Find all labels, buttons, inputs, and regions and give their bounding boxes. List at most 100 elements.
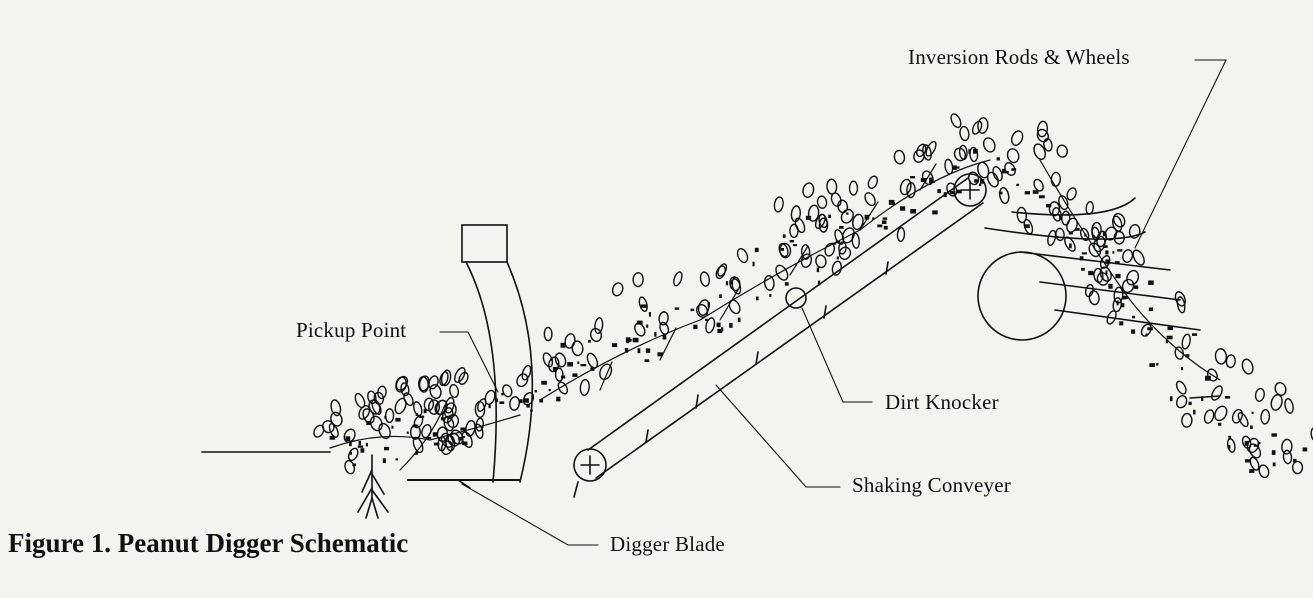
dirt-clod — [792, 244, 797, 247]
dirt-clod — [518, 399, 523, 404]
peanut-pod — [790, 205, 802, 223]
peanut-pod — [1047, 229, 1057, 247]
dirt-clod — [835, 240, 841, 244]
peanut-pod — [586, 352, 599, 369]
dirt-clod — [1069, 243, 1072, 249]
dirt-clod — [366, 421, 371, 425]
dirt-clod — [548, 389, 551, 392]
dirt-clod — [882, 217, 888, 220]
peanut-pod — [548, 356, 560, 373]
peanut-pod — [330, 411, 343, 427]
dirt-clod — [943, 192, 947, 198]
dirt-clod — [526, 403, 530, 408]
digger-frame-arm — [465, 261, 534, 483]
dirt-clod — [881, 220, 887, 224]
peanut-pod — [736, 247, 749, 264]
peanut-pod — [729, 276, 741, 292]
peanut-pod — [638, 296, 648, 312]
dirt-clod — [952, 165, 957, 170]
peanut-pod — [362, 408, 375, 424]
dirt-clod — [427, 436, 432, 440]
peanut-pod — [841, 227, 855, 244]
dirt-clod — [1105, 259, 1110, 265]
dirt-clod — [784, 282, 789, 286]
peanut-pod — [1055, 227, 1065, 242]
dirt-clod — [612, 343, 618, 348]
dirt-clod — [828, 214, 831, 219]
peanut-pod — [896, 227, 906, 243]
dirt-clod — [729, 280, 734, 285]
label-pickup-point: Pickup Point — [296, 318, 407, 342]
dirt-clod — [732, 277, 736, 280]
dirt-clod — [349, 451, 352, 455]
dirt-clod — [1105, 270, 1108, 275]
dirt-clod — [637, 348, 641, 354]
dirt-clod — [1116, 300, 1119, 306]
dirt-clod — [1016, 183, 1020, 186]
dirt-clod — [891, 202, 895, 205]
peanut-pod — [826, 178, 838, 195]
dirt-clod — [690, 308, 695, 312]
dirt-clod — [1271, 450, 1276, 455]
peanut-pod — [1249, 456, 1260, 471]
dirt-clod — [737, 317, 741, 323]
peanut-pod — [1033, 143, 1046, 161]
peanut-pod — [1241, 358, 1254, 375]
peanut-pod — [1181, 412, 1193, 428]
peanut-pod — [867, 175, 879, 189]
peanut-pod — [1281, 438, 1293, 455]
dirt-clod — [755, 296, 759, 301]
peanut-pod — [1043, 138, 1053, 152]
peanut-pod — [1093, 267, 1104, 283]
dirt-clod — [1224, 396, 1231, 399]
peanut-pod — [1058, 195, 1069, 211]
dirt-clod — [1105, 250, 1109, 255]
dirt-clod — [1092, 234, 1095, 238]
dirt-clod — [1103, 245, 1108, 248]
peanut-pod — [840, 208, 854, 224]
peanut-pod — [838, 241, 847, 255]
dirt-clod — [864, 214, 870, 220]
peanut-pod — [440, 369, 452, 387]
dirt-clod — [980, 179, 985, 184]
peanut-pod — [1085, 200, 1094, 215]
dirt-clod — [707, 302, 710, 308]
dirt-clod — [588, 339, 591, 343]
dirt-clod — [567, 362, 573, 367]
peanut-pod — [344, 459, 356, 475]
dirt-clod — [345, 436, 351, 442]
dirt-clod — [877, 224, 883, 228]
dirt-clod — [1122, 295, 1127, 300]
dirt-clod — [1114, 261, 1120, 265]
peanut-pod — [800, 253, 813, 268]
peanut-pod — [802, 182, 815, 198]
dirt-clod — [1039, 195, 1045, 199]
dirt-clod — [1201, 396, 1204, 401]
peanut-pod — [728, 299, 741, 315]
dirt-clod — [1117, 249, 1123, 252]
dirt-clod — [1079, 256, 1084, 261]
peanut-pod — [400, 382, 410, 397]
peanut-pod — [1260, 409, 1271, 425]
dirt-clod — [929, 180, 935, 183]
dirt-clods — [329, 148, 1308, 473]
peanut-pod — [443, 415, 455, 432]
dirt-clod — [1147, 327, 1153, 331]
dirt-clod — [560, 342, 566, 348]
dirt-clod — [414, 451, 419, 455]
peanut-pod — [564, 333, 576, 349]
dirt-clod — [541, 380, 547, 385]
dirt-clod — [1244, 440, 1249, 446]
peanut-pod — [837, 199, 849, 214]
peanut-pod — [864, 192, 876, 207]
dirt-clod — [1188, 401, 1192, 405]
peanut-pod — [1088, 290, 1100, 306]
peanut-pod — [1088, 242, 1102, 258]
peanut-pod — [367, 390, 377, 405]
dirt-clod — [883, 225, 888, 230]
dirt-clod — [955, 166, 960, 169]
dirt-clod — [1081, 267, 1085, 271]
peanut-pod — [412, 436, 424, 454]
dirt-clod — [646, 324, 649, 328]
